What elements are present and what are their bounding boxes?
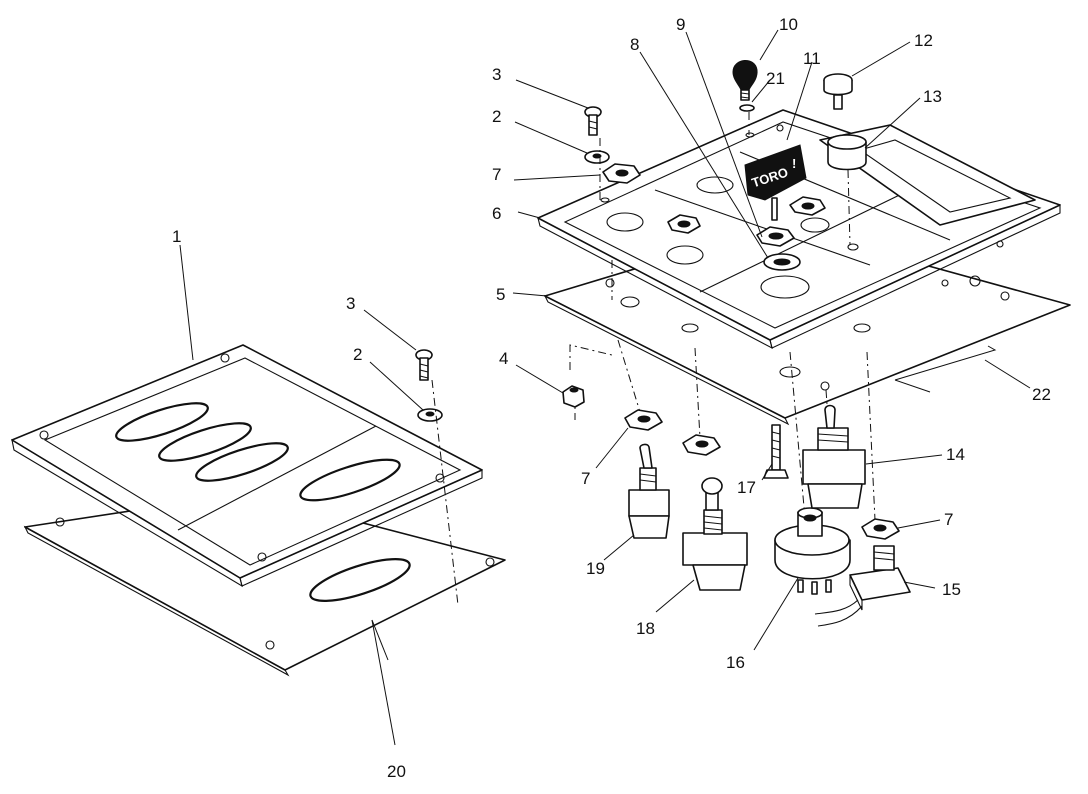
callout-12: 12: [914, 31, 933, 50]
callout-6: 6: [492, 204, 501, 223]
part-17-bolt: [763, 424, 789, 479]
callout-10: 10: [779, 15, 798, 34]
callout-21: 21: [766, 69, 785, 88]
part-1-upper-plate: [11, 344, 483, 588]
callout-13: 13: [923, 87, 942, 106]
callout-4: 4: [499, 349, 508, 368]
svg-text:!: !: [792, 156, 796, 171]
callout-7-top: 7: [492, 165, 501, 184]
part-3-screw-right: [584, 106, 602, 136]
part-12-knob: [823, 73, 853, 110]
part-2-washer-left: [417, 408, 443, 422]
part-7-nut-left: [624, 409, 663, 431]
part-14-toggle-switch: [802, 404, 866, 509]
callout-2-right: 2: [492, 107, 501, 126]
part-8-lock-washer: [763, 253, 801, 271]
part-7-nut-top: [602, 163, 641, 184]
part-10-bulb: [732, 60, 758, 101]
part-3-screw-left: [415, 349, 433, 381]
part-22-decal: [894, 345, 997, 381]
callout-3-right: 3: [492, 65, 501, 84]
callout-17: 17: [737, 478, 756, 497]
callout-7-right: 7: [944, 510, 953, 529]
callout-2-left: 2: [353, 345, 362, 364]
callout-19: 19: [586, 559, 605, 578]
callout-11: 11: [803, 49, 821, 68]
callout-8: 8: [630, 35, 639, 54]
part-7-nut-middle: [682, 434, 721, 456]
part-21-washer: [739, 104, 755, 112]
part-6-control-panel: [537, 109, 1061, 350]
part-11-key: TORO !: [744, 144, 807, 221]
part-7-nut-right: [861, 518, 900, 540]
callout-3-left: 3: [346, 294, 355, 313]
callout-14: 14: [946, 445, 965, 464]
part-4-nut: [562, 385, 585, 408]
callout-18: 18: [636, 619, 655, 638]
part-9-nut: [756, 226, 795, 247]
part-19-toggle-switch: [628, 443, 670, 539]
assembly-axis-left: [431, 379, 459, 606]
callout-labels: 1 2 3 20 3 2 7 6 5 4 7 19 18 8 9 10 11 2…: [172, 15, 1051, 781]
part-16-ignition-switch: [774, 507, 851, 595]
panel-hex-nut-b: [789, 196, 826, 216]
part-18-push-switch: [682, 477, 748, 591]
callout-5: 5: [496, 285, 505, 304]
callout-15: 15: [942, 580, 961, 599]
callout-7-left: 7: [581, 469, 590, 488]
callout-16: 16: [726, 653, 745, 672]
callout-22: 22: [1032, 385, 1051, 404]
leader-lines: [179, 29, 1031, 746]
part-2-washer-right: [584, 150, 610, 164]
callout-20: 20: [387, 762, 406, 781]
part-15-micro-switch: [814, 545, 911, 627]
part-13-spacer: [827, 134, 867, 171]
callout-1: 1: [172, 227, 181, 246]
panel-hex-nut-a: [667, 214, 701, 234]
callout-9: 9: [676, 15, 685, 34]
